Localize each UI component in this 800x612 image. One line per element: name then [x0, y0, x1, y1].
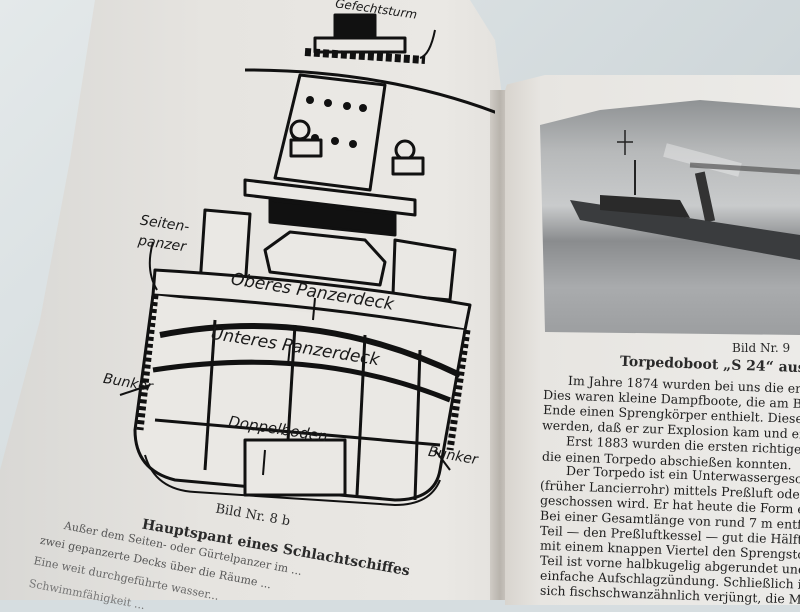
- battleship-cross-section-diagram: [119, 13, 495, 506]
- torpedo-boat-silhouette: [570, 130, 800, 260]
- figure-number-9: Bild Nr. 9: [732, 341, 791, 355]
- torpedo-boat-photo: [540, 100, 800, 335]
